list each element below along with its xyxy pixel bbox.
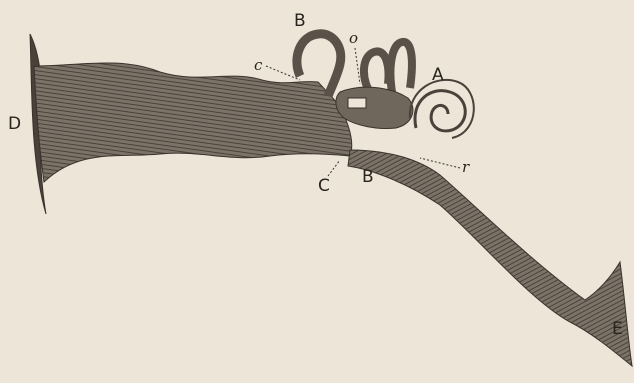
label-c: c (254, 56, 263, 74)
label-o: o (349, 29, 358, 47)
vestibule (336, 87, 413, 128)
oval-window (348, 98, 366, 108)
label-D: D (8, 114, 21, 134)
label-A: A (432, 65, 444, 85)
semicircular-canal-lateral (390, 42, 411, 92)
label-C: C (318, 176, 330, 196)
eustachian-tube (348, 150, 632, 366)
label-B-top: B (294, 11, 306, 31)
label-r: r (462, 158, 470, 176)
leader-C (328, 160, 340, 176)
leader-o (355, 48, 360, 84)
label-B-bottom: B (362, 167, 374, 187)
cochlea (410, 80, 474, 138)
label-E: E (612, 319, 623, 339)
auditory-canal (34, 63, 352, 182)
